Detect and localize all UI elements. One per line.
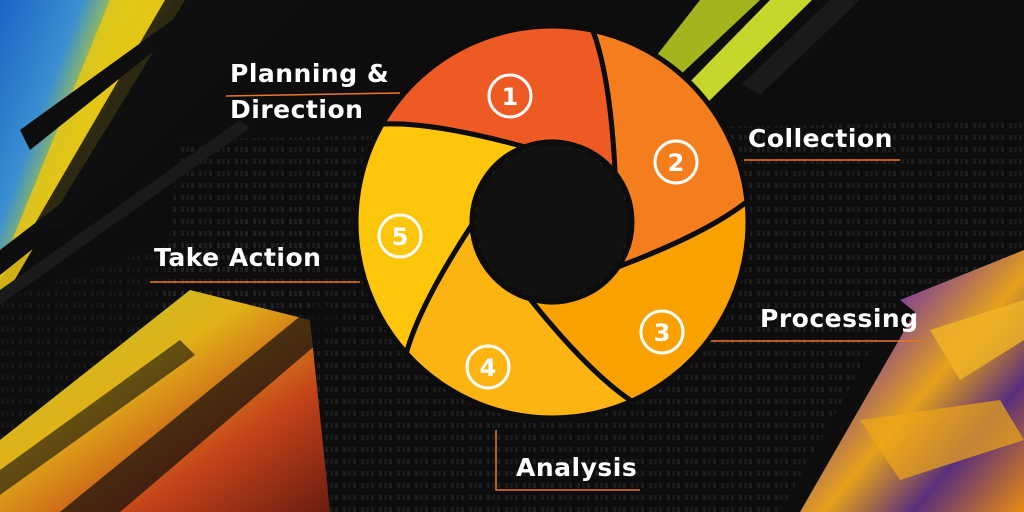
step-number-badge-3: 3 xyxy=(639,309,685,355)
leader-line-1 xyxy=(225,92,401,97)
badge-ring xyxy=(639,309,685,355)
step-label-planning-direction: Planning & Direction xyxy=(230,56,389,128)
step-number: 1 xyxy=(502,83,519,111)
badge-ring xyxy=(465,344,511,390)
badge-ring xyxy=(377,213,423,259)
step-number-badge-5: 5 xyxy=(377,213,423,259)
step-number: 5 xyxy=(392,223,409,251)
step-label-planning-line2: Direction xyxy=(230,95,364,124)
step-label-analysis: Analysis xyxy=(516,453,638,482)
step-badges: 1 2 3 4 5 xyxy=(377,73,699,390)
leader-line-4 xyxy=(495,430,640,491)
leader-lines xyxy=(150,92,924,491)
step-number-badge-2: 2 xyxy=(653,139,699,185)
step-number: 3 xyxy=(654,319,671,347)
badge-ring xyxy=(487,73,533,119)
step-number-badge-4: 4 xyxy=(465,344,511,390)
step-label-collection: Collection xyxy=(748,124,893,153)
step-label-take-action: Take Action xyxy=(154,243,322,272)
step-number: 2 xyxy=(668,149,685,177)
cycle-center-hole xyxy=(476,146,628,298)
cycle-segment-1 xyxy=(377,23,618,181)
step-label-planning-line1: Planning & xyxy=(230,59,390,88)
step-label-processing: Processing xyxy=(760,304,919,333)
step-number-badge-1: 1 xyxy=(487,73,533,119)
badge-ring xyxy=(653,139,699,185)
step-number: 4 xyxy=(480,354,497,382)
cycle-segments xyxy=(353,23,751,421)
